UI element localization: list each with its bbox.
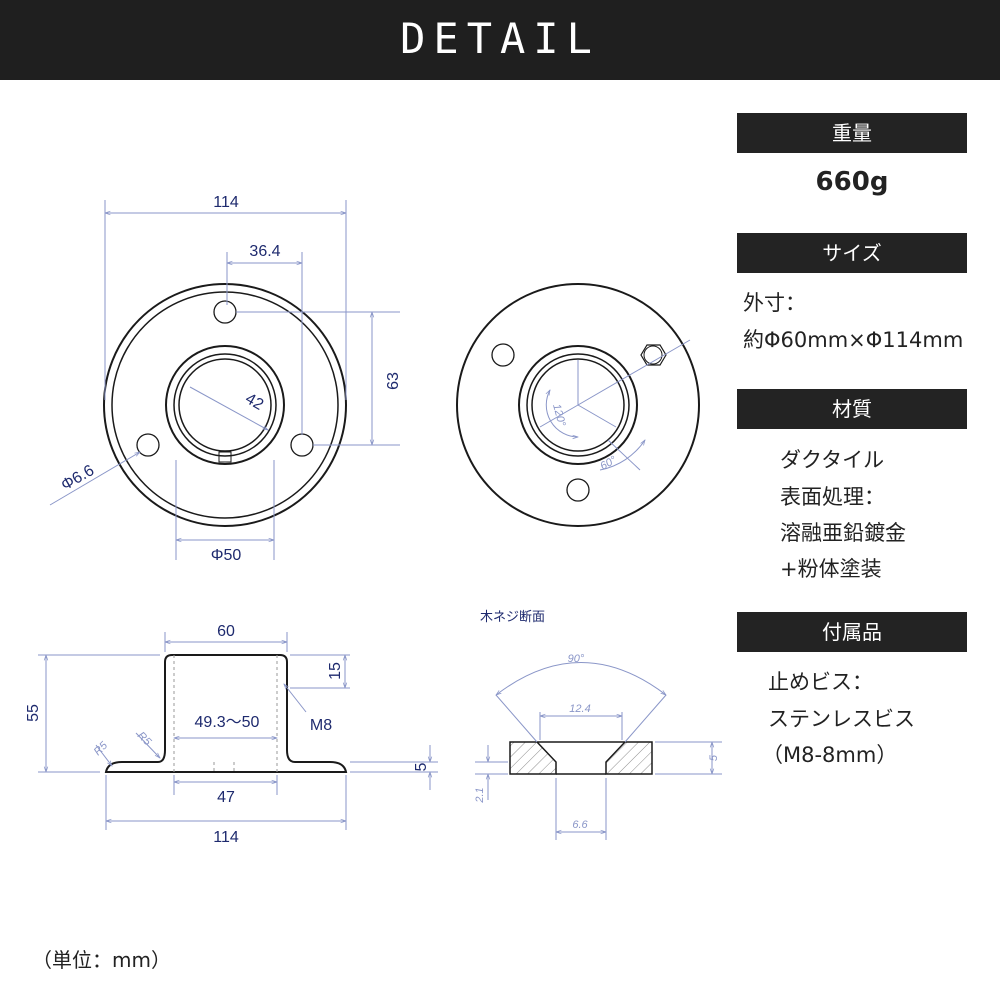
screw-section-dims: [475, 662, 722, 840]
dim-90deg: 90°: [568, 653, 585, 665]
weight-value: 660g: [815, 167, 889, 197]
dim-47: 47: [217, 789, 235, 806]
page-title: DETAIL: [400, 14, 600, 63]
material-line-4: +粉体塗装: [780, 557, 882, 581]
dim-phi-6-6: Φ6.6: [58, 462, 97, 494]
dim-2-1: 2.1: [474, 787, 486, 803]
side-view-hidden: [173, 655, 278, 772]
accessory-line-1: 止めビス：: [768, 670, 873, 694]
dim-60: 60: [217, 623, 235, 640]
accessory-label-bar: 付属品: [737, 612, 967, 652]
unit-note: （単位：mm）: [32, 948, 171, 972]
screw-section: [509, 741, 653, 775]
dim-12-4: 12.4: [569, 703, 590, 715]
top-view-left: [103, 283, 347, 527]
size-line-1: 外寸：: [743, 291, 806, 315]
dim-m8: M8: [310, 717, 332, 734]
dim-r5-a: R5: [92, 739, 111, 758]
top-view-right-dims: [539, 339, 691, 471]
dim-63: 63: [385, 372, 402, 390]
side-view-dims: [38, 632, 438, 830]
material-line-3: 溶融亜鉛鍍金: [780, 521, 906, 545]
dim-phi-50: Φ50: [211, 547, 242, 564]
angle-120: 120°: [550, 403, 568, 429]
dim-5-side: 5: [413, 762, 430, 771]
material-label-bar: 材質: [737, 389, 967, 429]
dim-r5-b: R5: [135, 730, 154, 749]
side-view: [104, 654, 348, 773]
dim-42: 42: [242, 390, 266, 414]
dim-6-6: 6.6: [572, 819, 588, 831]
size-label-bar: サイズ: [737, 233, 967, 273]
screw-section-title: 木ネジ断面: [480, 609, 545, 624]
material-line-1: ダクタイル: [780, 448, 885, 472]
material-line-2: 表面処理：: [780, 485, 885, 509]
dim-114-bottom: 114: [213, 829, 239, 846]
header-bar: DETAIL: [0, 0, 1000, 80]
dim-114-top: 114: [213, 194, 239, 211]
dim-15: 15: [327, 662, 344, 680]
dim-49-3-50: 49.3〜50: [195, 714, 260, 731]
dim-5-screw: 5: [708, 754, 720, 761]
top-view-right: [456, 283, 700, 527]
weight-label-bar: 重量: [737, 113, 967, 153]
dim-36-4: 36.4: [249, 243, 280, 260]
size-line-2: 約Φ60mm×Φ114mm: [743, 328, 964, 352]
dim-55: 55: [25, 704, 42, 722]
accessory-line-2: ステンレスビス: [768, 707, 915, 731]
top-view-left-dims: [49, 200, 400, 560]
accessory-line-3: （M8-8mm）: [762, 743, 898, 767]
